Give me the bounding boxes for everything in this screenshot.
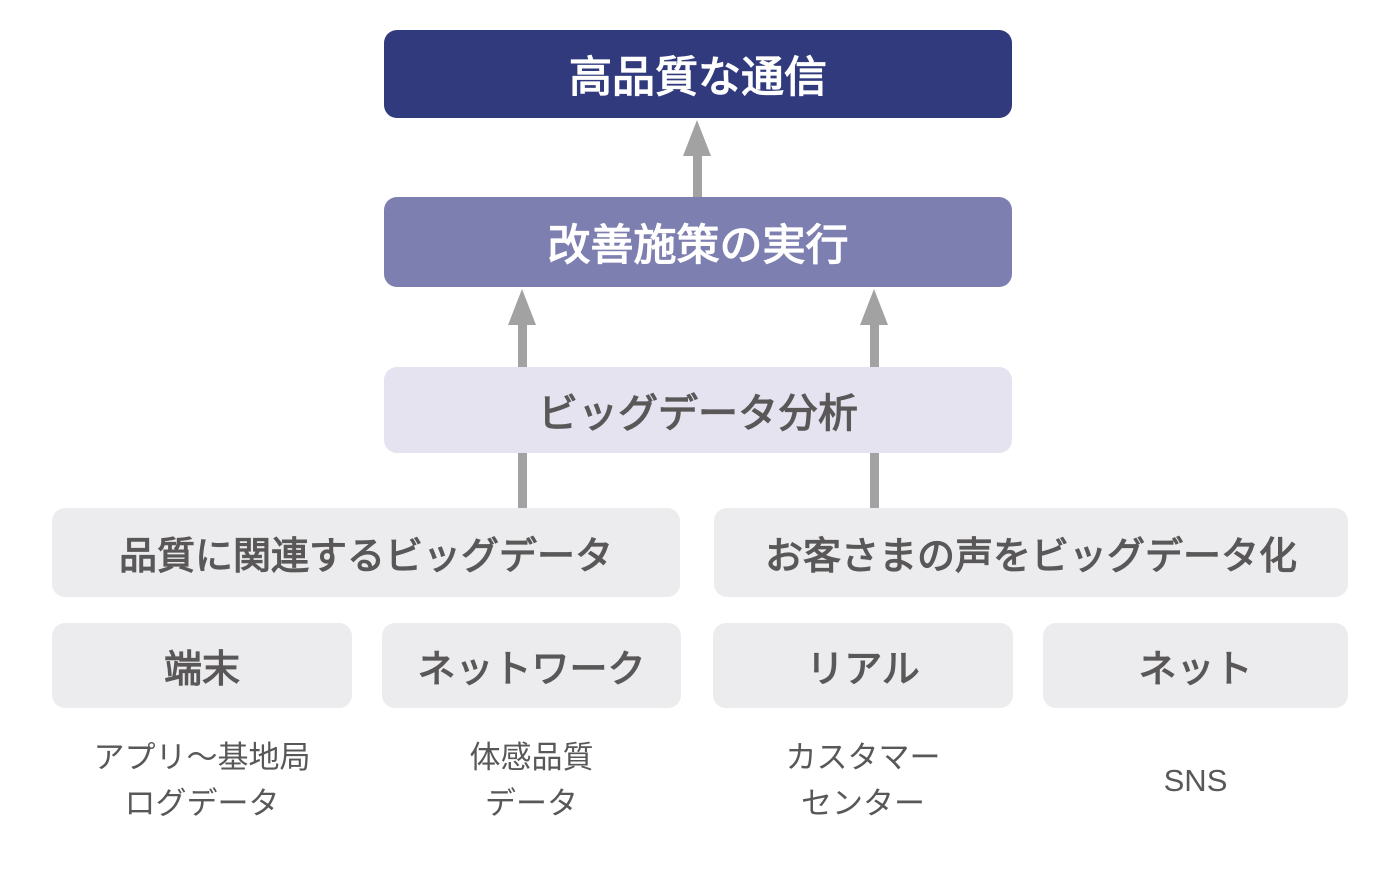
analysis-box: ビッグデータ分析 [384,367,1012,453]
arrow-up-icon [508,289,536,325]
source-label-line: データ [485,786,578,821]
source-box-net: ネット [1043,623,1348,708]
source-box-network: ネットワーク [382,623,681,708]
source-box-device: 端末 [52,623,352,708]
source-label-network: 体感品質 データ [382,726,681,836]
action-box: 改善施策の実行 [384,197,1012,287]
source-label-line: カスタマー [785,740,941,775]
source-label-line: センター [801,786,925,821]
source-label-line: 体感品質 [469,740,594,775]
source-label-line: SNS [1163,763,1228,798]
data-box-customer-voice: お客さまの声をビッグデータ化 [714,508,1348,597]
arrow-up-icon [860,289,888,325]
source-label-line: ログデータ [124,786,280,821]
source-label-real: カスタマー センター [713,726,1013,836]
goal-box: 高品質な通信 [384,30,1012,118]
source-label-device: アプリ～基地局 ログデータ [52,726,352,836]
source-box-real: リアル [713,623,1013,708]
data-box-quality: 品質に関連するビッグデータ [52,508,680,597]
arrow-up-icon [683,120,711,156]
source-label-line: アプリ～基地局 [93,740,311,775]
arrow-shaft [692,156,702,198]
source-label-sns: SNS [1043,726,1348,836]
arrow-action-to-goal [683,120,711,198]
